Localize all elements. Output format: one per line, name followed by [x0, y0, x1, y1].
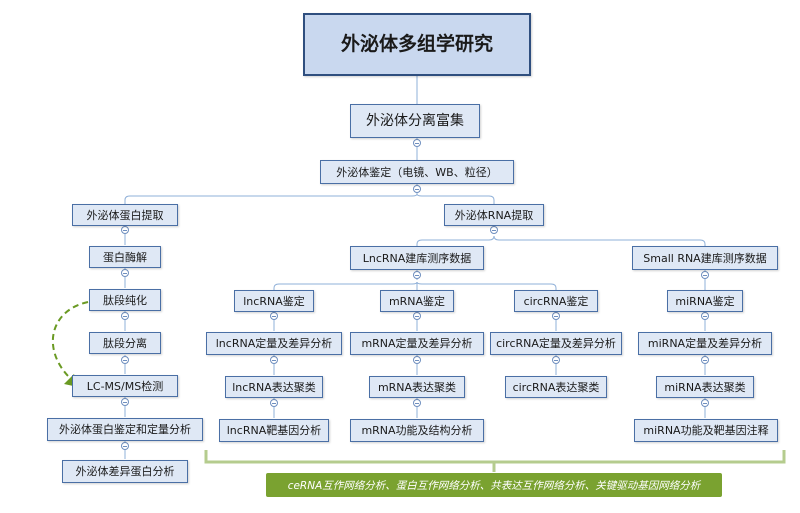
node-separate[interactable]: 肽段分离	[89, 332, 161, 354]
node-lncrna-quant[interactable]: lncRNA定量及差异分析	[206, 332, 342, 355]
collapse-icon[interactable]	[270, 312, 278, 320]
node-mrna-quant[interactable]: mRNA定量及差异分析	[350, 332, 484, 355]
collapse-icon[interactable]	[413, 399, 421, 407]
node-rna-extract[interactable]: 外泌体RNA提取	[444, 204, 544, 226]
node-mirna-id[interactable]: miRNA鉴定	[667, 290, 743, 312]
root-node[interactable]: 外泌体多组学研究	[303, 13, 531, 76]
node-mrna-id[interactable]: mRNA鉴定	[380, 290, 454, 312]
node-protein-quant[interactable]: 外泌体蛋白鉴定和定量分析	[47, 418, 203, 441]
collapse-icon[interactable]	[490, 226, 498, 234]
collapse-icon[interactable]	[413, 356, 421, 364]
collapse-icon[interactable]	[413, 271, 421, 279]
node-mirna-quant[interactable]: miRNA定量及差异分析	[638, 332, 772, 355]
collapse-icon[interactable]	[701, 356, 709, 364]
collapse-icon[interactable]	[413, 312, 421, 320]
collapse-icon[interactable]	[413, 185, 421, 193]
collapse-icon[interactable]	[121, 398, 129, 406]
node-protein-extract[interactable]: 外泌体蛋白提取	[72, 204, 178, 226]
node-mirna-func[interactable]: miRNA功能及靶基因注释	[634, 419, 778, 442]
collapse-icon[interactable]	[121, 269, 129, 277]
collapse-icon[interactable]	[121, 312, 129, 320]
node-circrna-id[interactable]: circRNA鉴定	[514, 290, 598, 312]
collapse-icon[interactable]	[552, 356, 560, 364]
node-separation[interactable]: 外泌体分离富集	[350, 104, 480, 138]
node-lncrna-lib[interactable]: LncRNA建库测序数据	[350, 246, 484, 270]
node-mrna-cluster[interactable]: mRNA表达聚类	[369, 376, 465, 398]
node-smallrna-lib[interactable]: Small RNA建库测序数据	[632, 246, 778, 270]
collapse-icon[interactable]	[121, 442, 129, 450]
collapse-icon[interactable]	[270, 356, 278, 364]
summary-label[interactable]: ceRNA互作网络分析、蛋白互作网络分析、共表达互作网络分析、关键驱动基因网络分…	[266, 473, 722, 497]
collapse-icon[interactable]	[701, 271, 709, 279]
node-enzymolysis[interactable]: 蛋白酶解	[89, 246, 161, 268]
node-circrna-cluster[interactable]: circRNA表达聚类	[505, 376, 607, 398]
node-lncrna-cluster[interactable]: lncRNA表达聚类	[225, 376, 323, 398]
collapse-icon[interactable]	[701, 399, 709, 407]
node-purify[interactable]: 肽段纯化	[89, 289, 161, 311]
node-lcms[interactable]: LC-MS/MS检测	[72, 375, 178, 397]
collapse-icon[interactable]	[413, 139, 421, 147]
node-identification[interactable]: 外泌体鉴定（电镜、WB、粒径）	[320, 160, 514, 184]
node-mrna-func[interactable]: mRNA功能及结构分析	[350, 419, 484, 442]
collapse-icon[interactable]	[552, 312, 560, 320]
node-lncrna-id[interactable]: lncRNA鉴定	[234, 290, 314, 312]
collapse-icon[interactable]	[121, 226, 129, 234]
node-mirna-cluster[interactable]: miRNA表达聚类	[656, 376, 754, 398]
node-diff-protein[interactable]: 外泌体差异蛋白分析	[62, 460, 188, 483]
collapse-icon[interactable]	[701, 312, 709, 320]
collapse-icon[interactable]	[121, 356, 129, 364]
summary-bracket	[204, 450, 786, 472]
collapse-icon[interactable]	[270, 399, 278, 407]
dashed-arrow	[51, 301, 89, 381]
node-circrna-quant[interactable]: circRNA定量及差异分析	[490, 332, 622, 355]
node-lncrna-target[interactable]: lncRNA靶基因分析	[219, 419, 329, 442]
